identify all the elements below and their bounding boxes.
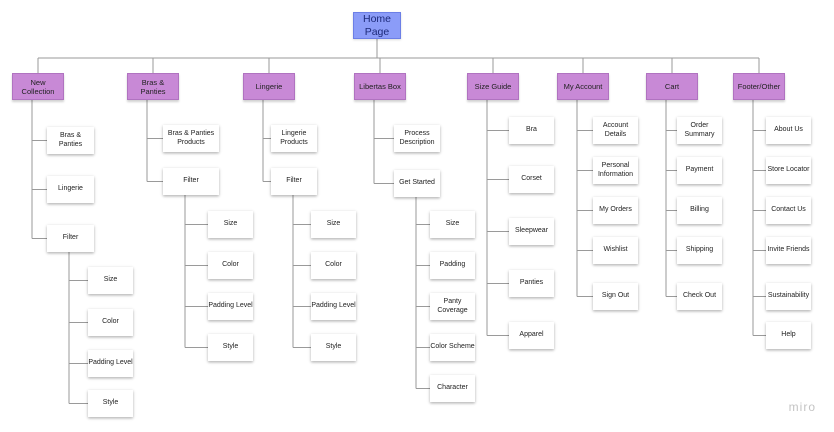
child-node-filter[interactable]: Filter [271,168,317,195]
child-node-shipping[interactable]: Shipping [677,237,722,264]
child-node-apparel[interactable]: Apparel [509,322,554,349]
category-node-bras-and-panties[interactable]: Bras & Panties [127,73,179,100]
child-node-process-description[interactable]: Process Description [394,125,440,152]
child-node-sleepwear[interactable]: Sleepwear [509,218,554,245]
option-node-size[interactable]: Size [88,267,133,294]
child-node-wishlist[interactable]: Wishlist [593,237,638,264]
category-node-libertas-box[interactable]: Libertas Box [354,73,406,100]
option-node-panty-coverage[interactable]: Panty Coverage [430,293,475,320]
child-node-get-started[interactable]: Get Started [394,170,440,197]
child-node-invite-friends[interactable]: Invite Friends [766,237,811,264]
child-node-contact-us[interactable]: Contact Us [766,197,811,224]
option-node-style[interactable]: Style [208,334,253,361]
option-node-size[interactable]: Size [208,211,253,238]
option-node-color-scheme[interactable]: Color Scheme [430,334,475,361]
category-node-footer-other[interactable]: Footer/Other [733,73,785,100]
child-node-panties[interactable]: Panties [509,270,554,297]
child-node-bra[interactable]: Bra [509,117,554,144]
child-node-lingerie[interactable]: Lingerie [47,176,94,203]
child-node-corset[interactable]: Corset [509,166,554,193]
child-node-payment[interactable]: Payment [677,157,722,184]
category-node-lingerie[interactable]: Lingerie [243,73,295,100]
category-node-my-account[interactable]: My Account [557,73,609,100]
option-node-color[interactable]: Color [208,252,253,279]
child-node-check-out[interactable]: Check Out [677,283,722,310]
child-node-bras-and-panties[interactable]: Bras & Panties [47,127,94,154]
category-node-cart[interactable]: Cart [646,73,698,100]
home-page-node[interactable]: Home Page [353,12,401,39]
option-node-color[interactable]: Color [88,309,133,336]
option-node-padding-level[interactable]: Padding Level [208,293,253,320]
child-node-billing[interactable]: Billing [677,197,722,224]
option-node-padding[interactable]: Padding [430,252,475,279]
option-node-color[interactable]: Color [311,252,356,279]
option-node-style[interactable]: Style [311,334,356,361]
child-node-personal-information[interactable]: Personal Information [593,157,638,184]
category-node-new-collection[interactable]: New Collection [12,73,64,100]
category-node-size-guide[interactable]: Size Guide [467,73,519,100]
child-node-filter[interactable]: Filter [47,225,94,252]
child-node-about-us[interactable]: About Us [766,117,811,144]
option-node-style[interactable]: Style [88,390,133,417]
child-node-account-details[interactable]: Account Details [593,117,638,144]
child-node-lingerie-products[interactable]: Lingerie Products [271,125,317,152]
child-node-order-summary[interactable]: Order Summary [677,117,722,144]
miro-watermark: miro [788,400,816,414]
option-node-character[interactable]: Character [430,375,475,402]
option-node-padding-level[interactable]: Padding Level [88,350,133,377]
option-node-size[interactable]: Size [311,211,356,238]
child-node-bras-and-panties-products[interactable]: Bras & Panties Products [163,125,219,152]
child-node-filter[interactable]: Filter [163,168,219,195]
option-node-padding-level[interactable]: Padding Level [311,293,356,320]
child-node-my-orders[interactable]: My Orders [593,197,638,224]
child-node-sign-out[interactable]: Sign Out [593,283,638,310]
child-node-store-locator[interactable]: Store Locator [766,157,811,184]
child-node-help[interactable]: Help [766,322,811,349]
child-node-sustainability[interactable]: Sustainability [766,283,811,310]
option-node-size[interactable]: Size [430,211,475,238]
